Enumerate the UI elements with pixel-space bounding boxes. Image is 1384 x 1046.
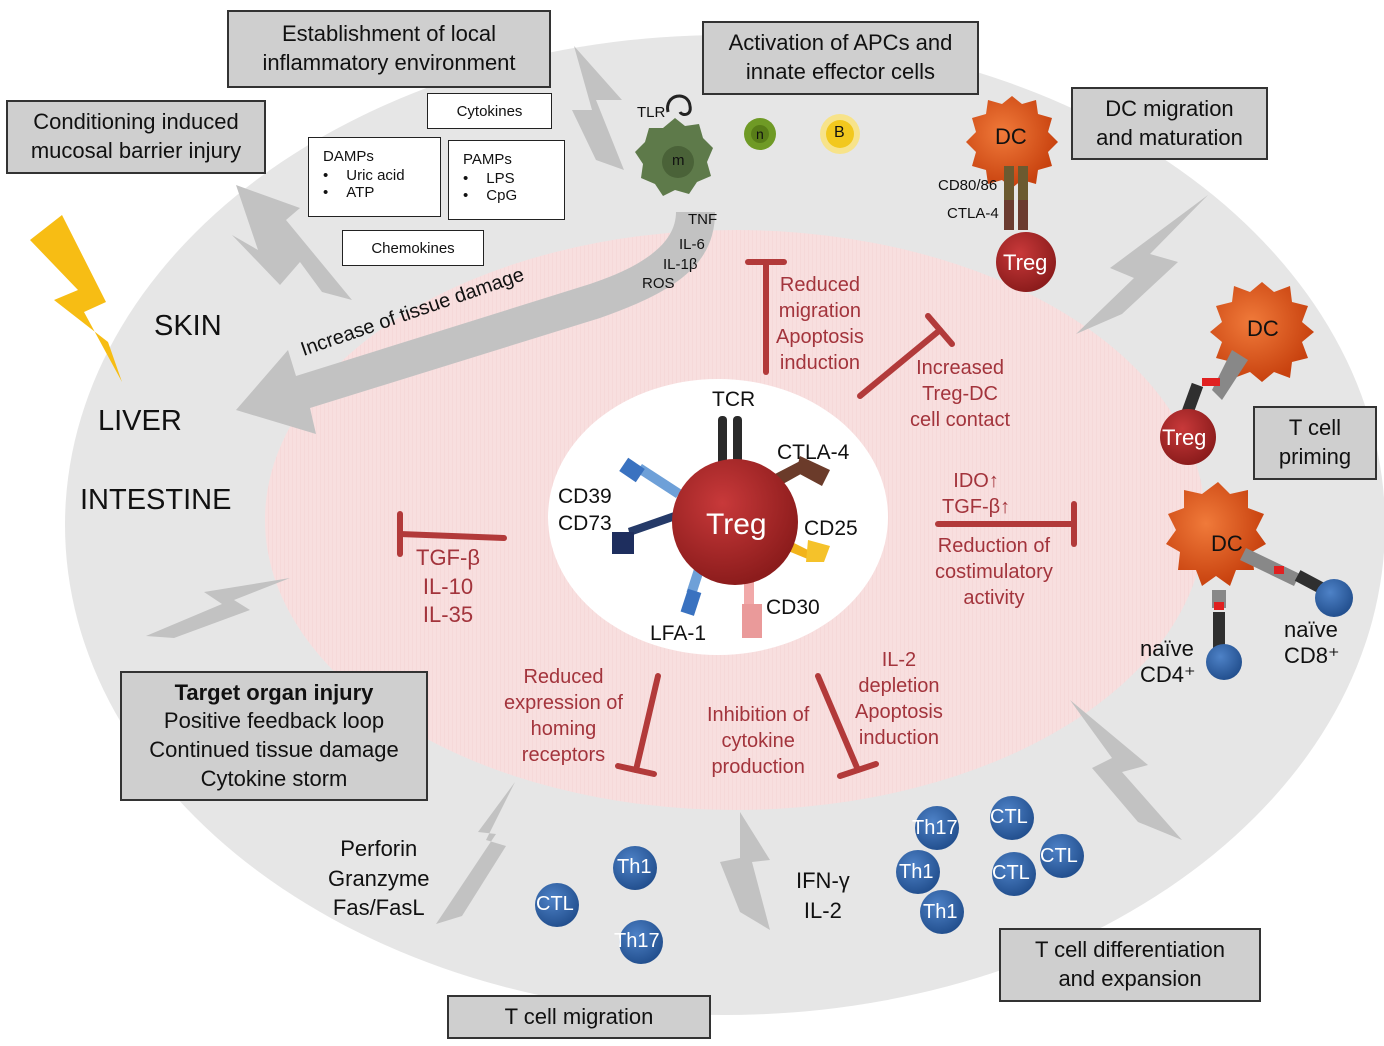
chemokines-box: Chemokines [342,230,484,266]
dc-top-label: DC [995,124,1027,149]
dc-treg-priming [1160,282,1314,465]
treg-top-label: Treg [1003,250,1048,275]
cell-th17-a: Th17 [614,930,660,952]
dc-mid-label: DC [1247,316,1279,341]
flow-arrows [146,46,1208,930]
cell-th17-b: Th17 [912,817,958,839]
cd73-label: CD73 [558,512,612,535]
lfa1-label: LFA-1 [650,622,707,645]
ctla4-top-label: CTLA-4 [947,205,999,222]
cd80-label: CD80/86 [938,177,998,194]
pamps-box: PAMPs LPS CpG [448,140,565,220]
tcr-label: TCR [712,388,756,411]
cell-ctl-c: CTL [1040,845,1078,867]
organ-intestine: INTESTINE [80,484,232,516]
cytokines-box: Cytokines [427,93,552,129]
macrophage-label: m [672,152,685,169]
b-cell-label: B [834,124,845,141]
t-cell-migration-box: T cell migration [447,995,711,1039]
lightning-icon [30,215,122,382]
inhibit-arrows [397,259,1077,779]
cd39-label: CD39 [558,485,612,508]
innate-cells [635,94,860,196]
effector-cells [535,796,1084,964]
damage-arrow [236,212,715,434]
cell-ctl-a: CTL [536,893,574,915]
neutrophil-label: n [756,126,764,142]
cell-th1-c: Th1 [923,901,958,923]
cd25-label: CD25 [804,517,858,540]
cell-th1-b: Th1 [899,861,934,883]
organ-skin: SKIN [154,310,222,342]
dc-low-label: DC [1211,531,1243,556]
central-treg-label: Treg [706,508,767,541]
cell-ctl-b: CTL [990,806,1028,828]
mediator-il1b: IL-1β [663,256,698,273]
cell-th1-a: Th1 [617,856,652,878]
dc-treg-top [966,96,1058,292]
mech-ido: IDO↑TGF-β↑ [942,470,1011,518]
treg-mid-label: Treg [1162,425,1207,450]
cd30-label: CD30 [766,596,820,619]
ctla4-label: CTLA-4 [777,441,850,464]
tlr-label: TLR [637,104,666,121]
target-organ-box: Target organ injury Positive feedback lo… [120,671,428,801]
mediator-ros: ROS [642,275,675,292]
central-treg [612,416,830,638]
organ-liver: LIVER [98,405,182,437]
mediator-il6: IL-6 [679,236,705,253]
mediator-tnf: TNF [688,211,718,228]
target-organ-title: Target organ injury [174,679,374,705]
cell-ctl-d: CTL [992,862,1030,884]
dc-naive-cells [1166,482,1353,680]
damps-box: DAMPs Uric acid ATP [308,137,441,217]
